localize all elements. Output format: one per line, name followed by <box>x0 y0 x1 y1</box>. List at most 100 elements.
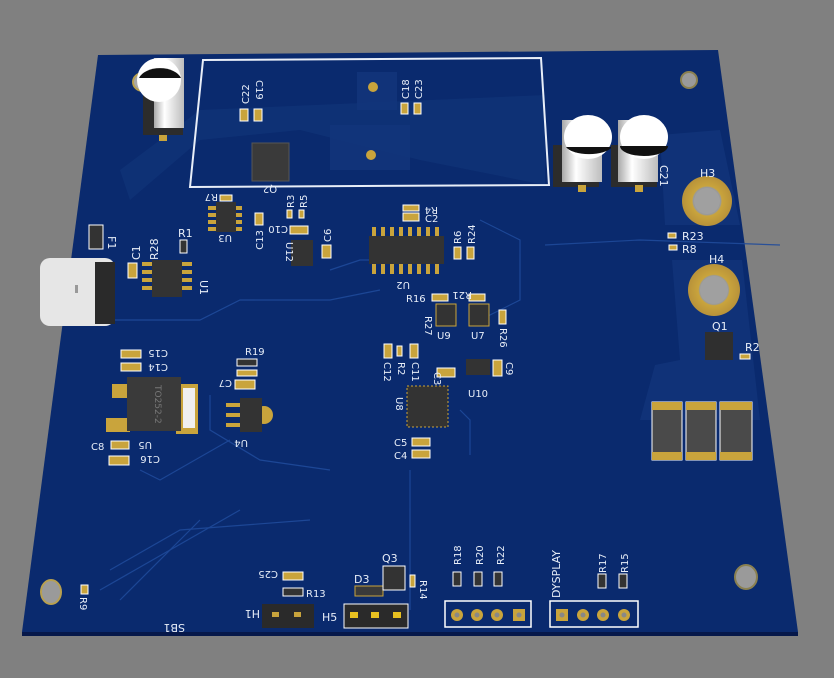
label-c12: C12 <box>381 362 392 382</box>
chip-u8 <box>406 385 449 428</box>
label-h3: H3 <box>700 167 715 180</box>
label-r20: R20 <box>475 545 486 565</box>
smd-cap <box>411 437 431 447</box>
smd-cap <box>282 571 304 581</box>
smd-resistor <box>667 232 677 239</box>
fuse-f1 <box>88 224 104 250</box>
smd-resistor <box>298 209 305 219</box>
label-c10: C10 <box>268 223 288 234</box>
label-c19: C19 <box>253 80 264 100</box>
label-c5: C5 <box>394 438 407 449</box>
smd-resistor <box>466 246 475 260</box>
smd-resistor <box>431 293 449 302</box>
chip-u1 <box>142 260 192 297</box>
label-u7: U7 <box>471 331 485 342</box>
label-r16: R16 <box>406 294 426 305</box>
label-u9: U9 <box>437 331 451 342</box>
smd-cap <box>413 102 422 115</box>
smd-resistor <box>668 244 678 251</box>
label-c23: C23 <box>414 79 425 99</box>
header-dysplay[interactable] <box>549 600 639 628</box>
chip-u7 <box>468 303 490 327</box>
smd-cap <box>234 379 256 390</box>
smd-resistor <box>739 353 751 360</box>
label-r23: R23 <box>682 230 704 243</box>
label-r24: R24 <box>467 224 478 244</box>
label-c15: C15 <box>148 347 168 358</box>
label-u12: U12 <box>283 242 294 262</box>
label-h1: H1 <box>245 607 260 620</box>
chip-u9 <box>435 303 457 327</box>
module-outline <box>188 56 551 189</box>
smd-cap <box>411 449 431 459</box>
label-r19: R19 <box>245 347 265 358</box>
label-r17: R17 <box>598 553 609 573</box>
via-pad <box>366 150 376 160</box>
chip-u2 <box>369 227 444 274</box>
label-u4: U4 <box>234 437 248 448</box>
label-u2: U2 <box>396 279 410 290</box>
smd-resistor <box>236 358 258 367</box>
usb-c-connector[interactable] <box>40 258 115 326</box>
smd-cap <box>110 440 130 450</box>
module-pad <box>357 72 397 110</box>
label-r2: R2 <box>745 341 760 354</box>
label-r28: R28 <box>148 238 161 260</box>
pcb-board <box>22 50 798 632</box>
label-sb1: SB1 <box>163 621 185 634</box>
smd-cap <box>400 102 409 115</box>
smd-cap <box>321 244 332 259</box>
smd-resistor <box>452 571 462 587</box>
label-q3: Q3 <box>382 552 398 565</box>
header-h5[interactable] <box>343 603 409 629</box>
label-r14: R14 <box>417 580 428 600</box>
smd-resistor <box>597 573 607 589</box>
smd-resistor <box>409 574 416 588</box>
header-h1[interactable] <box>262 604 314 628</box>
label-c2: C2 <box>425 214 438 225</box>
label-c4: C4 <box>394 451 407 462</box>
label-c13: C13 <box>255 230 266 250</box>
copper-pour <box>120 95 545 200</box>
smd-resistor <box>468 293 486 302</box>
smd-cap <box>120 349 142 359</box>
label-dysplay: DYSPLAY <box>550 550 563 598</box>
smd-cap <box>492 359 503 377</box>
header-4pin-left[interactable] <box>444 600 532 628</box>
label-r2-small: R2 <box>395 362 406 375</box>
label-h4: H4 <box>709 253 724 266</box>
label-c14: C14 <box>148 361 168 372</box>
hole-h4-drill <box>700 276 728 304</box>
shunt-resistors <box>651 401 753 461</box>
label-u1: U1 <box>197 280 210 295</box>
label-c7: C7 <box>219 377 232 388</box>
label-c11: C11 <box>409 362 420 382</box>
smd-resistor <box>282 587 304 597</box>
mounting-hole <box>40 579 62 605</box>
smd-resistor <box>219 194 233 202</box>
smd-resistor <box>498 309 507 325</box>
smd-resistor <box>402 204 420 212</box>
label-r1: R1 <box>178 227 193 240</box>
label-c25: C25 <box>258 568 278 579</box>
label-c3: C3 <box>431 372 442 385</box>
module-pad <box>330 125 410 170</box>
label-r3: R3 <box>286 195 297 208</box>
smd-cap <box>436 367 456 378</box>
smd-cap <box>108 455 130 466</box>
traces <box>99 219 781 610</box>
smd-resistor <box>493 571 503 587</box>
label-c16: C16 <box>140 453 160 464</box>
label-q2: Q2 <box>263 183 277 194</box>
electrolytic-capacitor-c21 <box>611 115 668 192</box>
label-r22: R22 <box>496 545 507 565</box>
label-r9: R9 <box>77 597 88 610</box>
via-pad <box>368 82 378 92</box>
label-c18: C18 <box>401 79 412 99</box>
chip-u10 <box>466 359 490 375</box>
mounting-hole <box>680 71 698 89</box>
smd-cap <box>254 212 264 226</box>
transistor-q3 <box>382 565 406 591</box>
label-c21: C21 <box>657 165 670 187</box>
